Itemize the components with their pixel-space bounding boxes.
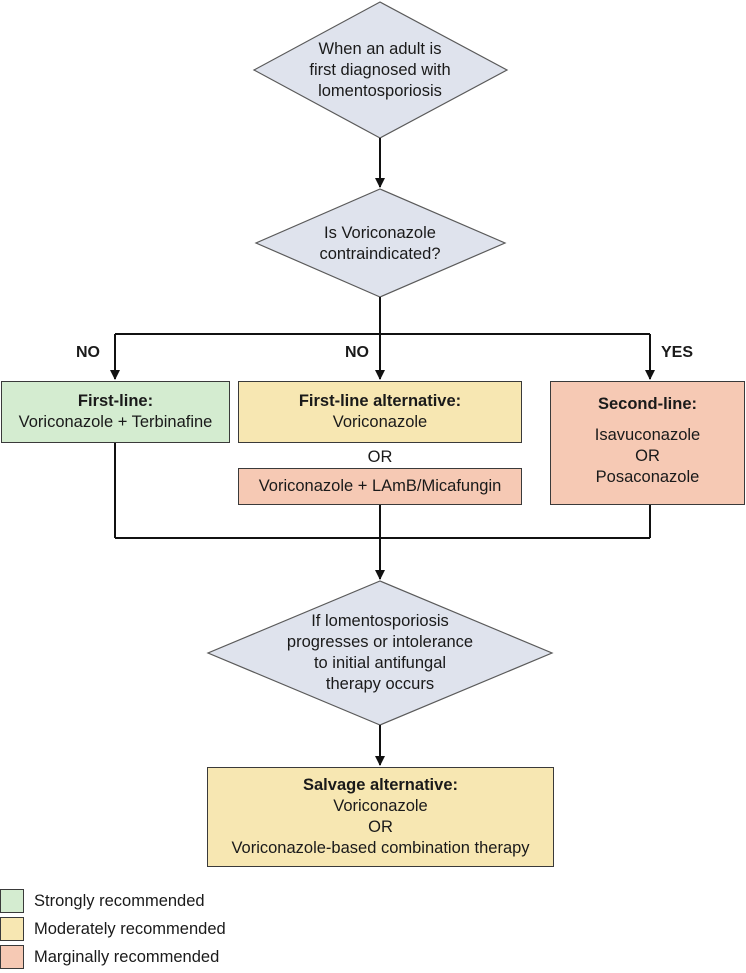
legend-swatch-marginal [0, 945, 24, 969]
second-line-option-1: Isavuconazole [594, 426, 701, 444]
salvage-alternative-title: Salvage alternative: [303, 776, 458, 794]
legend-item-moderate: Moderately recommended [0, 917, 226, 941]
salvage-or: OR [368, 818, 393, 836]
first-line-title: First-line: [77, 392, 154, 410]
branch-label-yes: YES [661, 344, 694, 361]
legend-label-moderate: Moderately recommended [34, 919, 226, 938]
second-line-option-2: Posaconazole [595, 468, 700, 486]
legend-swatch-moderate [0, 917, 24, 941]
branch-label-no-middle: NO [345, 344, 369, 361]
or-connector-label: OR [367, 448, 393, 466]
first-line-body: Voriconazole + Terbinafine [18, 413, 213, 431]
legend-item-marginal: Marginally recommended [0, 945, 219, 969]
legend-item-strong: Strongly recommended [0, 889, 205, 913]
salvage-alternative-box: Salvage alternative: Voriconazole OR Vor… [207, 767, 554, 867]
question-decision-text: Is Voriconazole contraindicated? [319, 224, 441, 263]
salvage-option-1: Voriconazole [333, 797, 428, 815]
salvage-option-2: Voriconazole-based combination therapy [231, 839, 530, 857]
progress-decision-text: If lomentosporiosis progresses or intole… [286, 612, 474, 693]
first-line-alternative-box: First-line alternative: Voriconazole [238, 381, 522, 443]
first-line-alternative-body: Voriconazole [332, 413, 428, 431]
start-decision-text: When an adult is first diagnosed with lo… [309, 39, 451, 100]
second-line-box: Second-line: Isavuconazole OR Posaconazo… [550, 381, 745, 505]
legend-label-strong: Strongly recommended [34, 891, 205, 910]
first-line-alternative-2-body: Voriconazole + LAmB/Micafungin [258, 477, 502, 495]
first-line-box: First-line: Voriconazole + Terbinafine [1, 381, 230, 443]
second-line-or: OR [635, 447, 660, 465]
second-line-title: Second-line: [597, 395, 697, 413]
legend-swatch-strong [0, 889, 24, 913]
first-line-alternative-title: First-line alternative: [298, 392, 462, 410]
first-line-alternative-2-box: Voriconazole + LAmB/Micafungin [238, 468, 522, 505]
branch-label-no-left: NO [76, 344, 100, 361]
legend-label-marginal: Marginally recommended [34, 947, 220, 966]
